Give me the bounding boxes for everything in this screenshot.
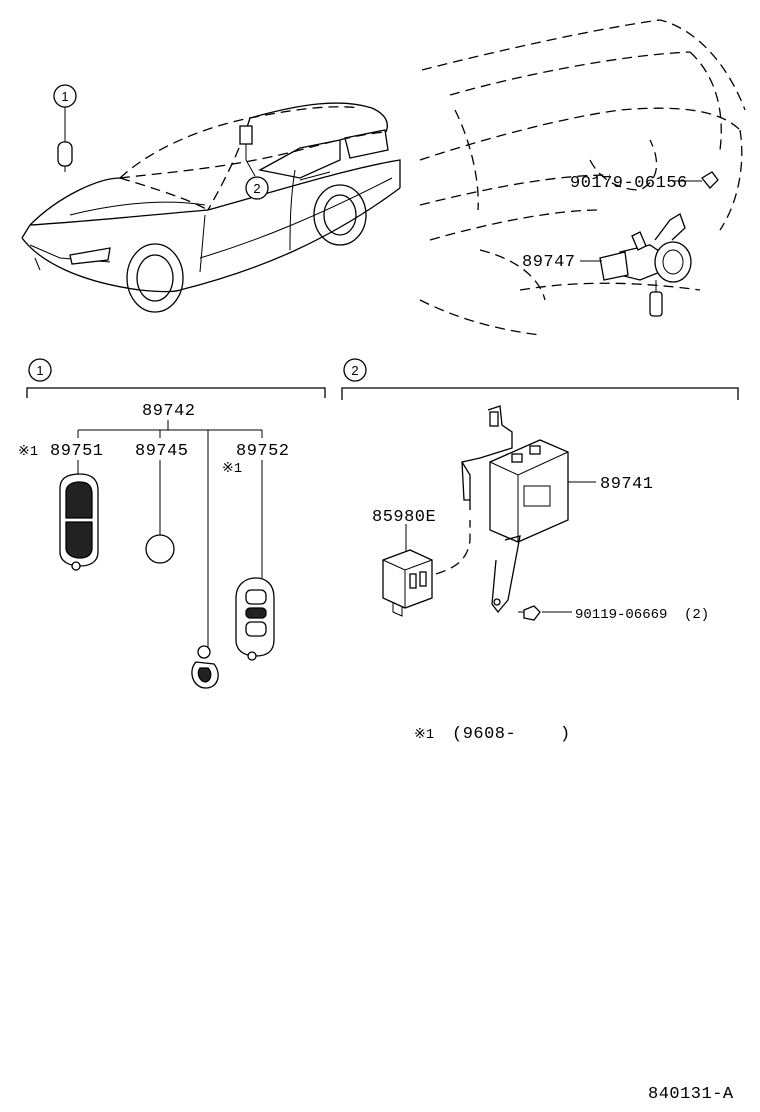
- svg-text:1: 1: [61, 89, 68, 104]
- svg-text:1: 1: [36, 363, 43, 378]
- key-fob-icon: [57, 107, 73, 172]
- part-label-89752: 89752: [236, 442, 290, 461]
- note-mark-89751: ※1: [18, 444, 38, 460]
- part-label-90119: 90119-06669: [575, 607, 667, 623]
- footnote-mark: ※1: [414, 727, 434, 743]
- part-label-89741: 89741: [600, 475, 654, 494]
- clip-90179-drawing: [672, 171, 719, 189]
- footnote-close: ): [560, 725, 571, 744]
- part-label-89745: 89745: [135, 442, 189, 461]
- svg-text:2: 2: [351, 363, 358, 378]
- section-2-header: 2: [341, 358, 739, 400]
- car-illustration: [21, 102, 401, 313]
- leader-89742: [77, 420, 263, 648]
- part-label-89742: 89742: [142, 402, 196, 421]
- screw-90119-drawing: [518, 605, 572, 621]
- relay-85980e-drawing: [382, 520, 471, 617]
- key-ring-drawing: [191, 645, 219, 689]
- ecu-89741-drawing: [461, 405, 596, 614]
- diagram-code: 840131-A: [648, 1085, 734, 1104]
- section-1-header: 1: [26, 358, 326, 398]
- fob-case-89751-drawing: [59, 460, 99, 571]
- sensor-89747-drawing: [599, 213, 692, 317]
- part-label-90179: 90179-06156: [570, 174, 688, 193]
- transmitter-89752-drawing: [235, 460, 275, 661]
- part-label-89751: 89751: [50, 442, 104, 461]
- callout-1-overview: 1: [53, 84, 77, 108]
- footnote-text: (9608-: [452, 725, 516, 744]
- part-label-90119-qty: (2): [684, 607, 709, 623]
- part-label-85980e: 85980E: [372, 508, 436, 527]
- dashboard-illustration: [419, 19, 746, 336]
- battery-89745-drawing: [145, 460, 175, 564]
- part-label-89747: 89747: [522, 253, 576, 272]
- svg-text:2: 2: [253, 181, 260, 196]
- note-mark-89752: ※1: [222, 461, 242, 477]
- callout-2-overview: 2: [245, 159, 269, 200]
